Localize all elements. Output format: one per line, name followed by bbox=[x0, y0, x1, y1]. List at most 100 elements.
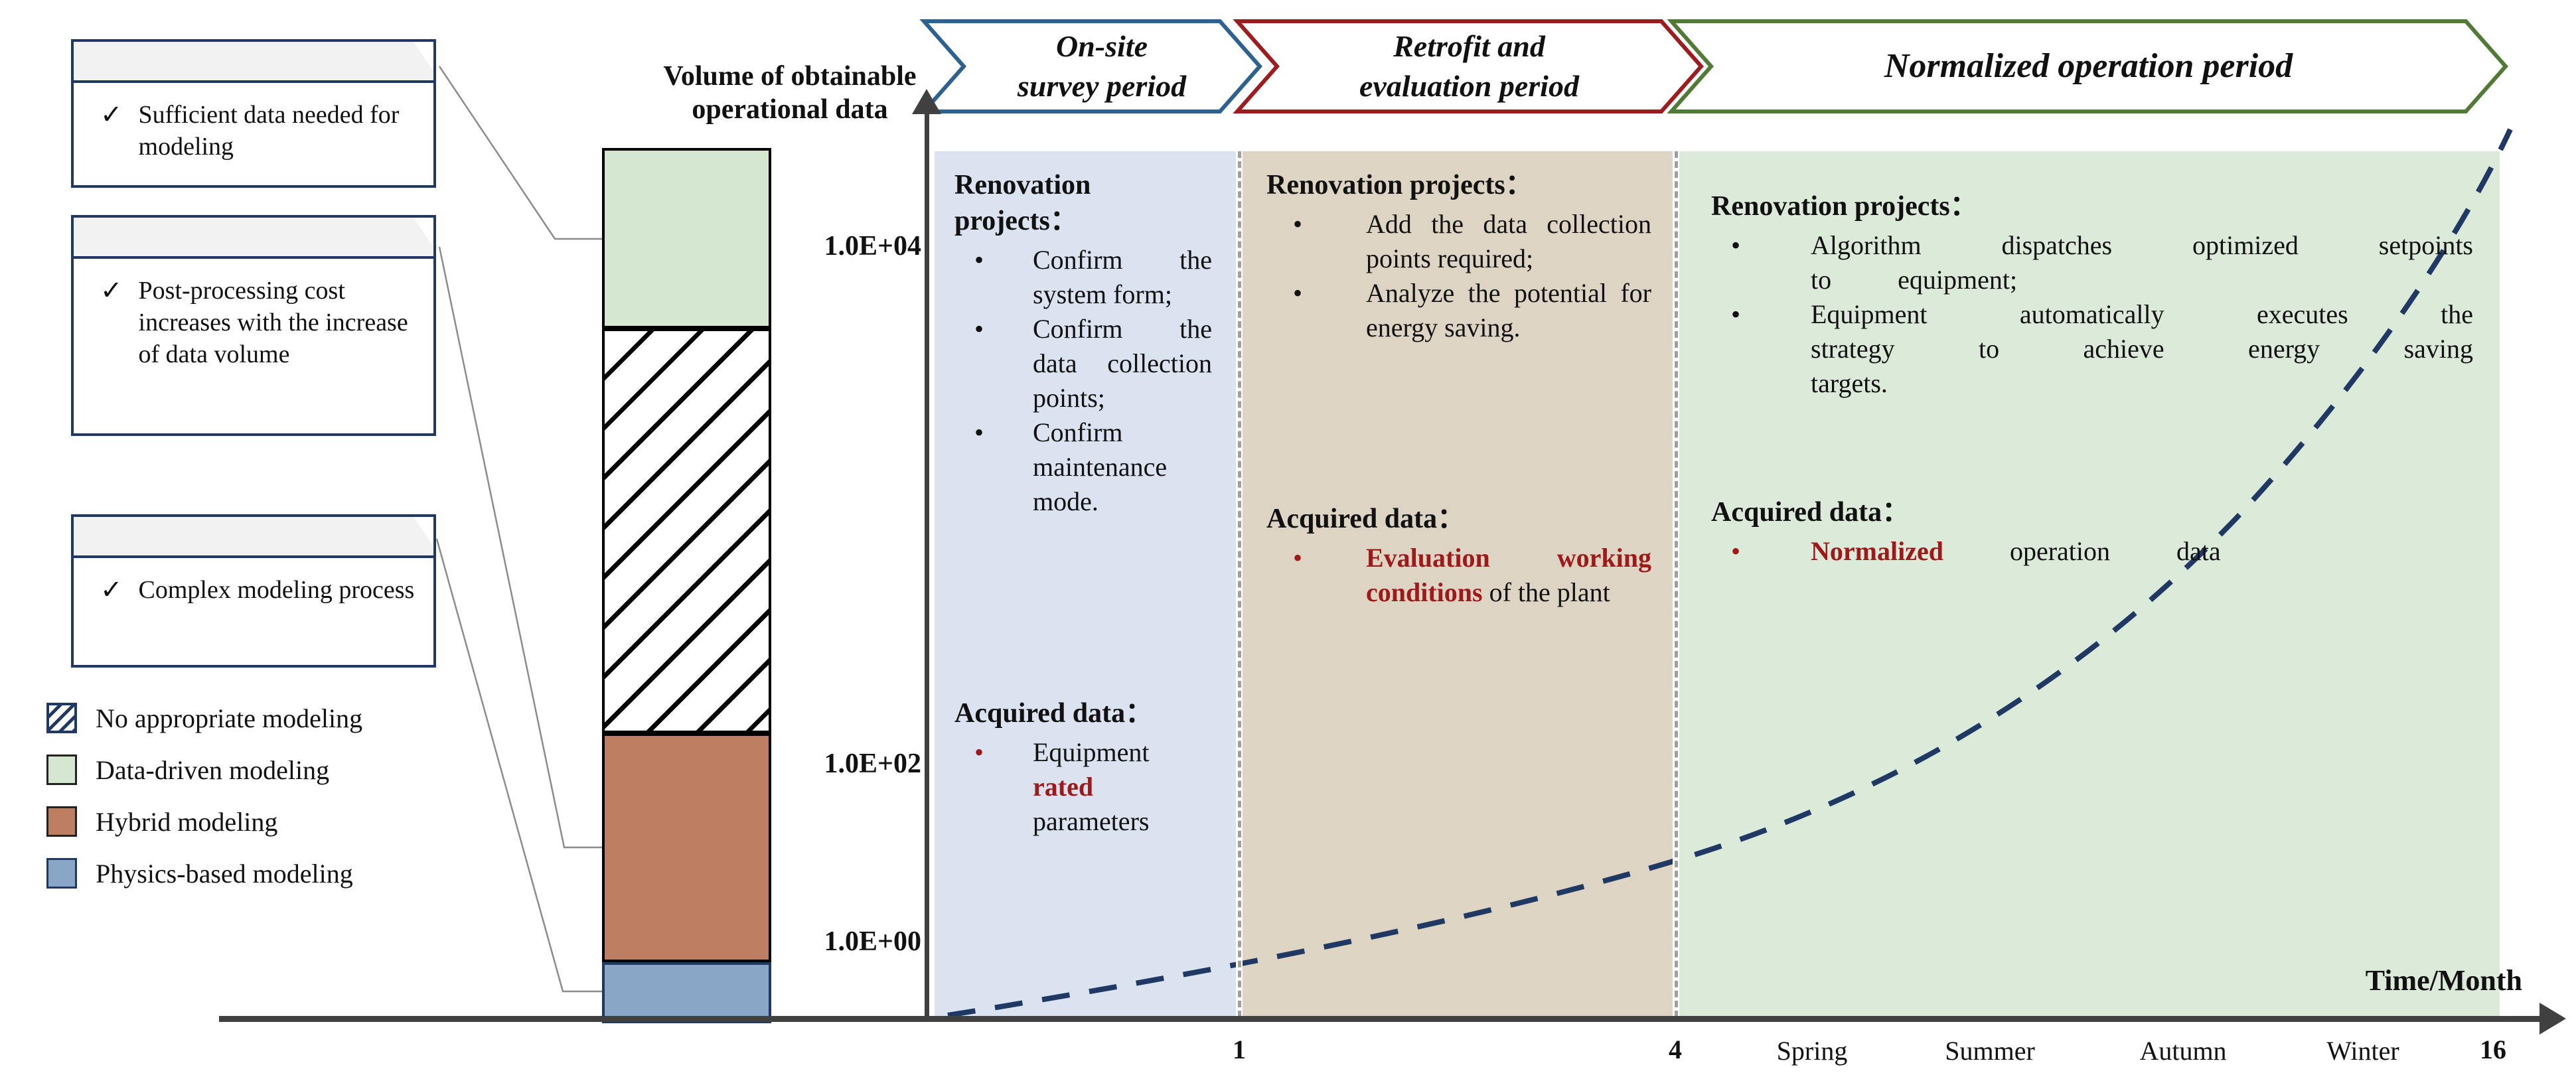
projects-header: Renovation projects： bbox=[954, 170, 1091, 236]
callout-physics: ✓ Complex modeling process bbox=[71, 514, 436, 668]
acquired-text-plain: of the plant bbox=[1482, 577, 1610, 607]
panel-onsite-survey bbox=[935, 151, 1236, 1017]
banner-label-onsite: On-site survey period bbox=[964, 27, 1240, 106]
list-item-text: Confirm the system form; bbox=[1033, 245, 1212, 309]
acquired-text-plain: Equipment bbox=[1033, 737, 1150, 767]
legend-item: Physics-based modeling bbox=[46, 847, 362, 899]
acquired-header: Acquired data： bbox=[1266, 504, 1466, 534]
list-item: •Analyze the potential for energy saving… bbox=[1266, 276, 1651, 345]
projects-list: •Confirm the system form; •Confirm the d… bbox=[954, 243, 1212, 519]
list-item-text: Confirm the data collection points; bbox=[1033, 314, 1212, 413]
acquired-data-block: Acquired data： •Evaluation working condi… bbox=[1266, 501, 1651, 610]
dashed-divider-line bbox=[1237, 151, 1241, 1017]
projects-list: • Add the data collection points required… bbox=[1266, 207, 1651, 345]
blue-swatch-icon bbox=[46, 858, 77, 889]
callout-text: Post-processing cost increases with the … bbox=[138, 277, 408, 368]
connector-line-data-driven bbox=[438, 66, 602, 240]
list-item: • Equipment automatically executes the st… bbox=[1711, 297, 2473, 401]
acquired-text-plain: parameters bbox=[1033, 806, 1150, 836]
phase-divider-month-4 bbox=[1673, 151, 1679, 1017]
y-tick-1e00: 1.0E+00 bbox=[824, 926, 921, 957]
list-item-text: Equipment automatically executes the str… bbox=[1811, 299, 2473, 398]
callout-header-tab bbox=[74, 517, 433, 558]
list-item: • Confirm the data collection points; bbox=[954, 312, 1212, 415]
legend-label: Data-driven modeling bbox=[96, 754, 330, 785]
list-item-text: Evaluation working conditions of the pla… bbox=[1366, 543, 1651, 607]
callout-header-tab bbox=[74, 218, 433, 259]
acquired-list: •Equipment rated parameters bbox=[954, 735, 1212, 839]
legend-item: Hybrid modeling bbox=[46, 796, 362, 847]
bullet-icon: • bbox=[1731, 299, 1741, 329]
panel-normalized-operation bbox=[1679, 151, 2500, 1017]
legend-label: Hybrid modeling bbox=[96, 806, 278, 837]
brown-swatch-icon bbox=[46, 806, 77, 837]
bullet-icon: • bbox=[1293, 209, 1303, 239]
legend: No appropriate modeling Data-driven mode… bbox=[46, 692, 362, 899]
y-axis-title-line1: Volume of obtainable bbox=[663, 61, 917, 92]
list-item: •Confirm the system form; bbox=[954, 243, 1212, 312]
acquired-text-plain: operation data bbox=[1943, 536, 2221, 566]
season-label-winter: Winter bbox=[2326, 1036, 2399, 1066]
column-normalized-operation: Renovation projects： •Algorithm dispatch… bbox=[1679, 151, 2500, 1017]
connector-line-physics bbox=[435, 538, 602, 993]
x-axis-arrow-icon bbox=[2539, 1003, 2566, 1035]
projects-list: •Algorithm dispatches optimized setpoint… bbox=[1711, 228, 2473, 401]
y-axis-title: Volume of obtainable operational data bbox=[584, 60, 996, 126]
y-axis-arrow-icon bbox=[912, 89, 941, 114]
list-item: •Algorithm dispatches optimized setpoint… bbox=[1711, 228, 2473, 297]
data-volume-growth-curve bbox=[947, 128, 2513, 1018]
acquired-header: Acquired data： bbox=[954, 698, 1154, 729]
legend-label: Physics-based modeling bbox=[96, 858, 353, 889]
bullet-icon: • bbox=[974, 314, 984, 344]
green-swatch-icon bbox=[46, 754, 77, 785]
season-label-spring: Spring bbox=[1776, 1036, 1848, 1066]
panel-retrofit-evaluation bbox=[1243, 151, 1673, 1017]
banner-shape-retrofit bbox=[1233, 19, 1705, 113]
x-tick-month-1: 1 bbox=[1233, 1035, 1246, 1064]
x-axis-line bbox=[219, 1016, 2543, 1022]
dashed-divider-line bbox=[1674, 151, 1678, 1017]
list-item: •Confirm maintenance mode. bbox=[954, 415, 1212, 519]
acquired-header: Acquired data： bbox=[1711, 497, 1910, 528]
phase-banners bbox=[919, 19, 2509, 113]
list-item: • Normalized operation data bbox=[1711, 534, 2473, 569]
legend-item: Data-driven modeling bbox=[46, 744, 362, 796]
acquired-data-block: Acquired data： •Equipment rated paramete… bbox=[954, 695, 1212, 839]
bullet-icon: • bbox=[1293, 278, 1303, 308]
x-tick-month-4: 4 bbox=[1669, 1035, 1682, 1064]
bullet-icon: • bbox=[974, 737, 984, 767]
acquired-text-red: Evaluation working conditions bbox=[1366, 543, 1651, 607]
column-onsite-survey: Renovation projects： •Confirm the system… bbox=[935, 151, 1236, 1017]
banner-label-retrofit: Retrofit and evaluation period bbox=[1277, 27, 1661, 106]
bullet-icon: • bbox=[1731, 536, 1741, 566]
connector-line-hybrid bbox=[438, 246, 602, 849]
list-item: •Equipment rated parameters bbox=[954, 735, 1212, 839]
check-icon: ✓ bbox=[100, 575, 123, 605]
x-tick-month-16: 16 bbox=[2480, 1035, 2506, 1064]
list-item: •Evaluation working conditions of the pl… bbox=[1266, 541, 1651, 610]
legend-label: No appropriate modeling bbox=[96, 703, 363, 733]
legend-item: No appropriate modeling bbox=[46, 692, 362, 744]
y-tick-1e02: 1.0E+02 bbox=[824, 749, 921, 779]
y-axis-line bbox=[925, 113, 929, 1019]
bar-segment-data-driven bbox=[602, 148, 771, 328]
callout-data-driven: ✓ Sufficient data needed for modeling bbox=[71, 39, 436, 188]
banner-shape-normalized bbox=[1667, 19, 2509, 113]
acquired-text-red: Normalized bbox=[1811, 536, 1943, 566]
list-item: • Add the data collection points required… bbox=[1266, 207, 1651, 276]
bullet-icon: • bbox=[974, 417, 984, 447]
phase-divider-month-1 bbox=[1236, 151, 1243, 1017]
callout-text: Complex modeling process bbox=[138, 576, 415, 604]
y-tick-1e04: 1.0E+04 bbox=[824, 231, 921, 261]
callout-header-tab bbox=[74, 42, 433, 83]
acquired-list: •Evaluation working conditions of the pl… bbox=[1266, 541, 1651, 610]
callout-hybrid: ✓ Post-processing cost increases with th… bbox=[71, 215, 436, 436]
acquired-data-block: Acquired data： • Normalized operation dat… bbox=[1711, 494, 2473, 569]
acquired-list: • Normalized operation data bbox=[1711, 534, 2473, 569]
list-item-text: Add the data collection points required; bbox=[1366, 209, 1651, 273]
banner-label-line: evaluation period bbox=[1359, 69, 1579, 103]
callout-text: Sufficient data needed for modeling bbox=[138, 101, 400, 161]
banner-label-line: survey period bbox=[1017, 69, 1187, 103]
